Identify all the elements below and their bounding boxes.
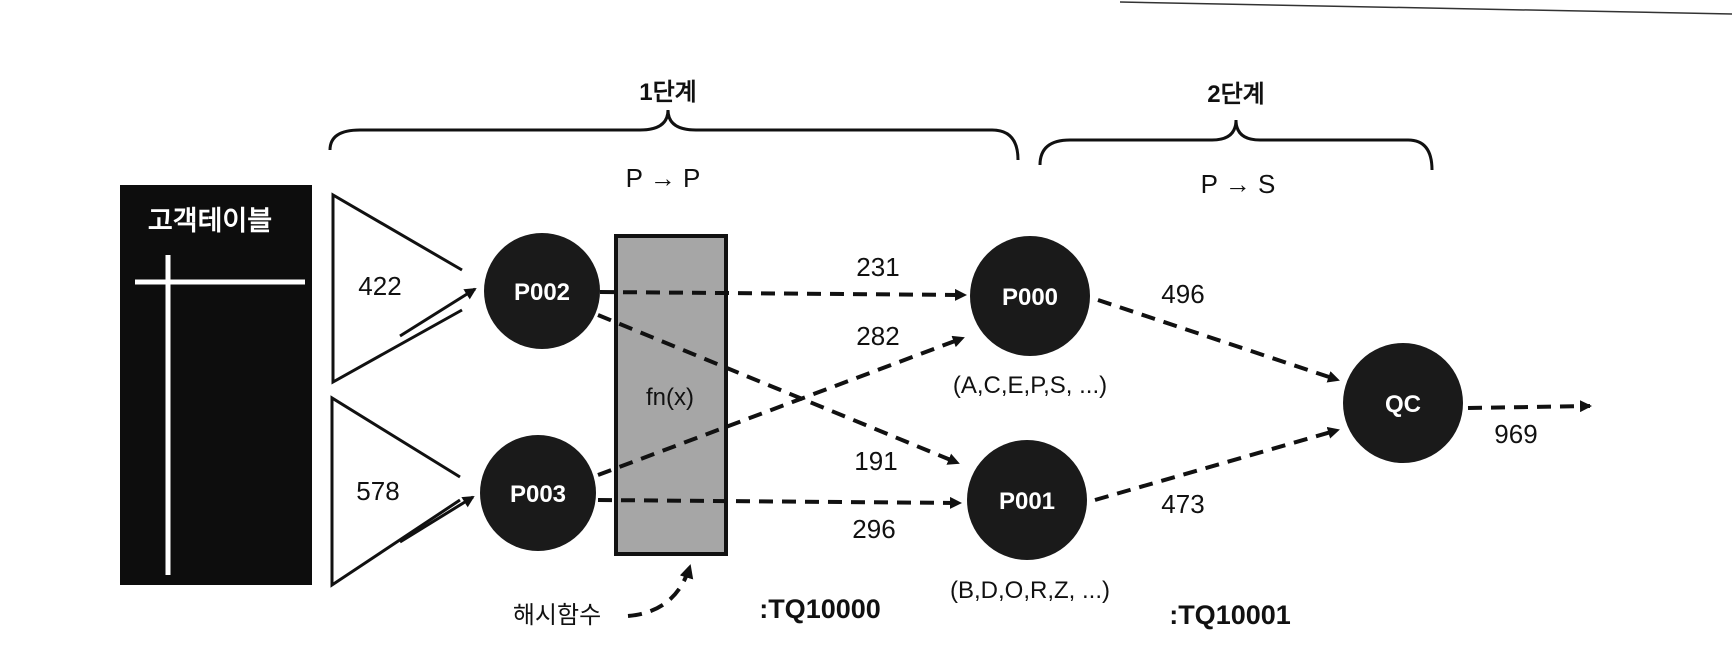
arrow-p003-p001 [597,496,962,509]
arrow-p000-qc [1097,298,1340,383]
node-p002-label: P002 [514,279,570,306]
arrow-p002-p000 [599,288,967,301]
scan-border-line [1119,1,1732,15]
arrow-p001-qc [1094,427,1340,502]
partition-triangle-top [331,192,463,385]
stage1-flow: P → P [626,163,701,193]
stage2-title: 2단계 [1207,81,1265,108]
hash-function-label: fn(x) [646,384,694,411]
node-p001-label: P001 [999,488,1055,515]
edge-label-p001-qc: 473 [1161,489,1204,519]
arrow-triangle-p002 [399,287,477,338]
edge-label-p003-p000: 282 [856,321,899,351]
node-qc-label: QC [1385,391,1421,418]
key-set-p000: (A,C,E,P,S, ...) [953,372,1107,399]
customer-table-title: 고객테이블 [148,206,272,236]
stage2-brace [1038,119,1434,171]
table-cross-lines [135,255,305,575]
node-p003-label: P003 [510,481,566,508]
stage1-title: 1단계 [639,79,697,106]
edge-label-p003-p001: 296 [852,514,895,544]
stage2-flow: P → S [1201,169,1276,199]
key-set-p001: (B,D,O,R,Z, ...) [950,577,1110,604]
stage1-brace [328,109,1020,161]
node-p002 [484,233,600,349]
partition-count-top: 422 [358,271,401,301]
node-p000 [970,236,1090,356]
arrow-p003-p000 [597,335,965,477]
edge-label-qc-out: 969 [1494,419,1537,449]
edge-label-p000-qc: 496 [1161,279,1204,309]
arrow-p002-p001 [597,313,960,465]
tq-label-stage1: :TQ10000 [759,594,881,624]
edge-label-p002-p000: 231 [856,252,899,282]
node-p000-label: P000 [1002,284,1058,311]
customer-table [120,185,312,585]
partition-count-bottom: 578 [356,476,399,506]
arrow-triangle-p003 [399,495,475,544]
arrow-qc-out [1467,400,1592,413]
arrow-hash-caption [627,564,694,618]
node-p001 [967,440,1087,560]
tq-label-stage2: :TQ10001 [1169,600,1291,630]
edge-label-p002-p001: 191 [854,446,897,476]
node-qc [1343,343,1463,463]
hash-function-caption: 해시함수 [513,602,601,629]
node-p003 [480,435,596,551]
partition-triangle-bottom [330,395,461,588]
